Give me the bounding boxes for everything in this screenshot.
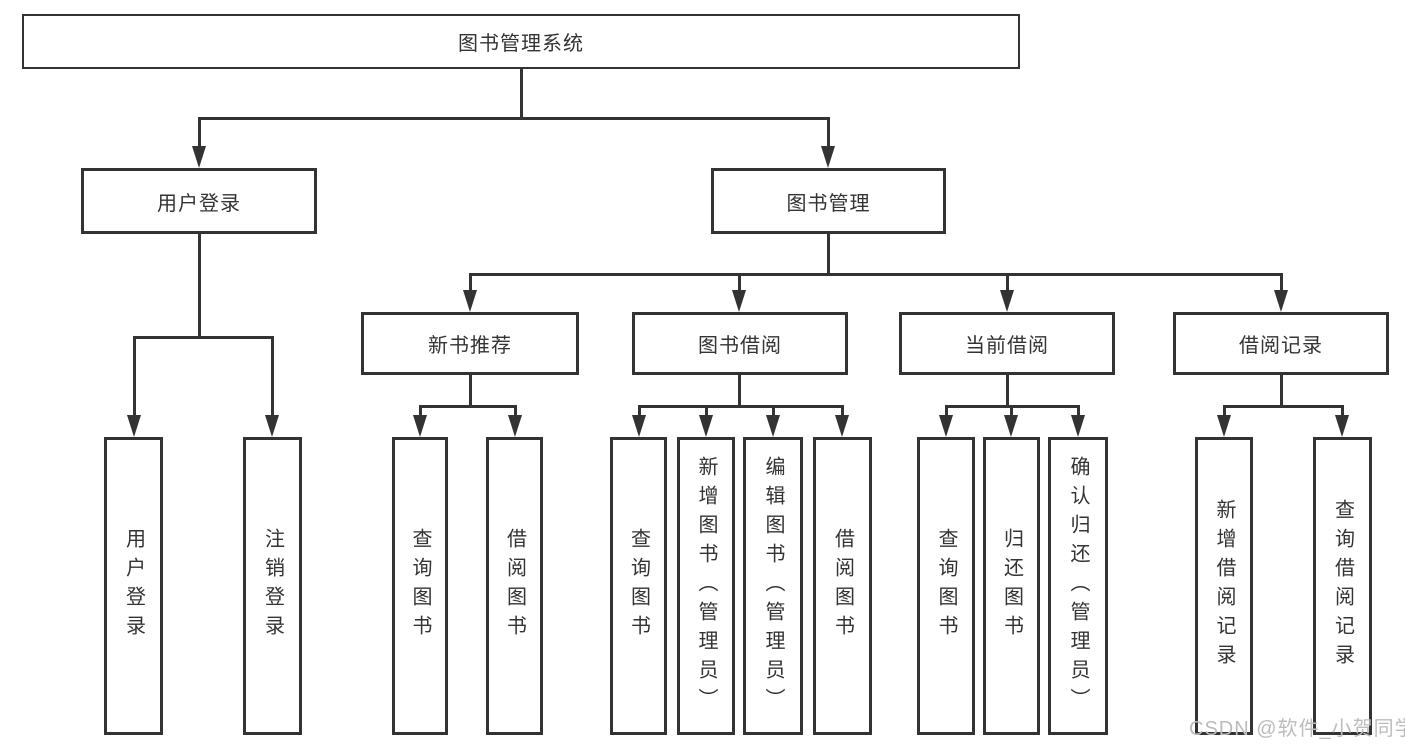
leaf-borrow-books-borrowing: 借阅图书 <box>813 437 872 735</box>
leaf-add-book-admin: 新增图书（管理员） <box>677 437 735 735</box>
node-label: 新增借阅记录 <box>1213 499 1235 673</box>
arrowhead <box>821 146 835 168</box>
connector-line <box>1280 374 1283 407</box>
connector-line <box>133 336 274 339</box>
connector-line <box>1223 405 1344 408</box>
leaf-query-books-current: 查询图书 <box>917 437 975 735</box>
node-label: 借阅图书 <box>831 528 854 644</box>
node-label: 查询图书 <box>627 528 650 644</box>
connector-line <box>1223 405 1226 418</box>
connector-line <box>1006 374 1009 407</box>
node-label: 编辑图书（管理员） <box>762 455 784 717</box>
arrowhead <box>1071 415 1085 437</box>
arrowhead <box>265 415 279 437</box>
node-label: 图书管理系统 <box>458 33 584 55</box>
arrowhead <box>766 415 780 437</box>
connector-line <box>469 273 1283 276</box>
arrowhead <box>1335 415 1349 437</box>
node-label: 用户登录 <box>157 192 241 215</box>
arrowhead <box>1000 290 1014 312</box>
arrowhead <box>127 415 141 437</box>
node-label: 查询借阅记录 <box>1331 499 1354 673</box>
connector-line <box>514 405 517 418</box>
connector-line <box>271 336 274 418</box>
connector-line <box>638 405 844 408</box>
connector-line <box>738 273 741 293</box>
leaf-query-books-borrowing: 查询图书 <box>610 437 667 735</box>
node-label: 查询图书 <box>935 528 957 644</box>
leaf-return-book: 归还图书 <box>983 437 1040 735</box>
node-label: 归还图书 <box>1000 528 1023 644</box>
node-label: 当前借阅 <box>965 335 1049 357</box>
arrowhead <box>632 415 646 437</box>
connector-line <box>469 374 472 407</box>
connector-line <box>198 234 201 338</box>
node-book-borrowing: 图书借阅 <box>632 312 848 375</box>
node-book-management: 图书管理 <box>711 168 946 234</box>
arrowhead <box>939 415 953 437</box>
connector-line <box>945 405 948 418</box>
leaf-borrow-books-recommend: 借阅图书 <box>486 437 543 735</box>
connector-line <box>827 117 830 150</box>
node-label: 图书借阅 <box>698 335 782 357</box>
leaf-query-borrowing-record: 查询借阅记录 <box>1313 437 1372 735</box>
node-library-management-system: 图书管理系统 <box>22 14 1020 69</box>
connector-line <box>133 336 136 418</box>
connector-line <box>1341 405 1344 418</box>
connector-line <box>419 405 517 408</box>
leaf-add-borrowing-record: 新增借阅记录 <box>1195 437 1253 735</box>
connector-line <box>1077 405 1080 418</box>
node-label: 新书推荐 <box>428 335 512 357</box>
connector-line <box>520 69 523 119</box>
node-label: 用户登录 <box>122 528 145 644</box>
node-label: 注销登录 <box>261 528 284 644</box>
arrowhead <box>699 415 713 437</box>
connector-line <box>772 405 775 418</box>
connector-line <box>705 405 708 418</box>
node-label: 查询图书 <box>409 528 431 644</box>
connector-line <box>469 273 472 293</box>
connector-line <box>841 405 844 418</box>
csdn-watermark: CSDN @软件_小贺同学 <box>1189 718 1405 740</box>
leaf-logout: 注销登录 <box>243 437 302 735</box>
arrowhead <box>463 290 477 312</box>
leaf-confirm-return-admin: 确认归还（管理员） <box>1048 437 1108 735</box>
node-current-borrowing: 当前借阅 <box>899 312 1115 375</box>
node-label: 借阅记录 <box>1239 335 1323 357</box>
arrowhead <box>732 290 746 312</box>
connector-line <box>827 233 830 275</box>
node-label: 图书管理 <box>786 192 871 215</box>
connector-line <box>638 405 641 418</box>
arrowhead <box>1217 415 1231 437</box>
connector-line <box>1006 273 1009 293</box>
node-label: 新增图书（管理员） <box>695 455 717 717</box>
arrowhead <box>508 415 522 437</box>
connector-line <box>1280 273 1283 293</box>
node-label: 借阅图书 <box>503 528 526 644</box>
arrowhead <box>192 146 206 168</box>
arrowhead <box>835 415 849 437</box>
arrowhead <box>413 415 427 437</box>
leaf-edit-book-admin: 编辑图书（管理员） <box>743 437 803 735</box>
connector-line <box>419 405 422 418</box>
connector-line <box>198 117 201 150</box>
node-user-login: 用户登录 <box>81 168 317 234</box>
node-label: 确认归还（管理员） <box>1067 455 1089 717</box>
leaf-query-books-recommend: 查询图书 <box>392 437 448 735</box>
leaf-user-login: 用户登录 <box>104 437 163 735</box>
connector-line <box>738 374 741 407</box>
arrowhead <box>1274 290 1288 312</box>
node-borrowing-records: 借阅记录 <box>1173 312 1389 375</box>
connector-line <box>1010 405 1013 418</box>
arrowhead <box>1004 415 1018 437</box>
connector-line <box>198 117 830 120</box>
node-new-book-recommendation: 新书推荐 <box>361 312 579 375</box>
